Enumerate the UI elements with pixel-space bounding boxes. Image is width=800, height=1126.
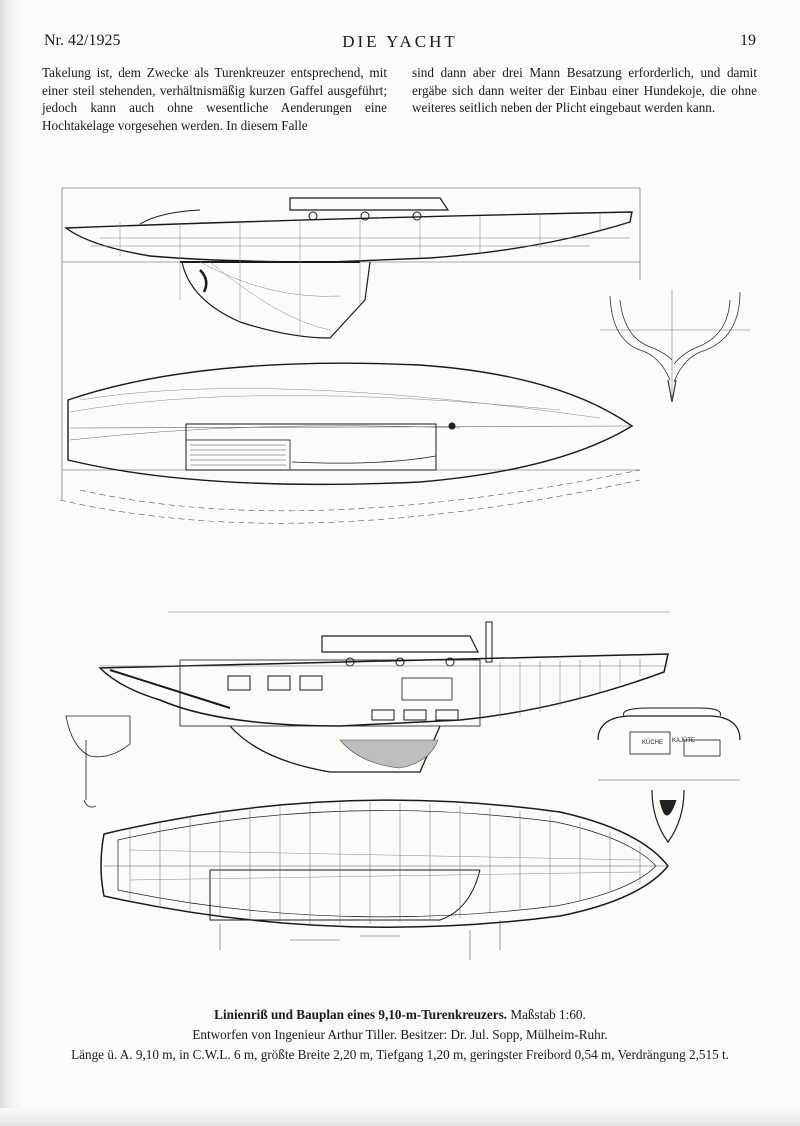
journal-title: DIE YACHT [342,32,458,51]
deck-beams [129,802,641,924]
hull-plan-view [67,362,634,486]
body-plan-sections [600,290,750,403]
paragraph-left: Takelung ist, dem Zwecke als Turenkreuze… [42,65,387,133]
caption-scale: Maßstab 1:60. [510,1007,586,1022]
dimension-marks [219,920,501,960]
midship-section: KÜCHE KAJÜTE [597,707,741,844]
page-number: 19 [740,32,756,49]
text-column-right: sind dann aber drei Mann Besatzung erfor… [412,64,757,117]
page-bottom-edge [0,1108,800,1126]
text-column-left: Takelung ist, dem Zwecke als Turenkreuze… [42,64,387,134]
construction-frames [168,611,670,718]
page-header: Nr. 42/1925 DIE YACHT 19 [44,32,756,54]
deck-plan [100,799,669,928]
label-kajuete: KAJÜTE [672,737,695,744]
label-kueche: KÜCHE [642,739,663,746]
caption-dimensions: Länge ü. A. 9,10 m, in C.W.L. 6 m, größt… [71,1047,729,1062]
figure-caption: Linienriß und Bauplan eines 9,10-m-Turen… [40,1005,760,1065]
issue-number: Nr. 42/1925 [44,32,121,49]
rudder-detail [65,715,131,808]
paragraph-right: sind dann aber drei Mann Besatzung erfor… [412,65,757,115]
station-lines [119,213,601,336]
plan-diagonals [59,469,641,524]
caption-title: Linienriß und Bauplan eines 9,10-m-Turen… [214,1007,508,1022]
hull-profile [63,197,633,339]
construction-profile [98,621,669,773]
caption-designer: Entworfen von Ingenieur Arthur Tiller. B… [192,1027,608,1042]
page-spine-shadow [0,0,22,1126]
caption-line-1: Linienriß und Bauplan eines 9,10-m-Turen… [40,1005,760,1025]
